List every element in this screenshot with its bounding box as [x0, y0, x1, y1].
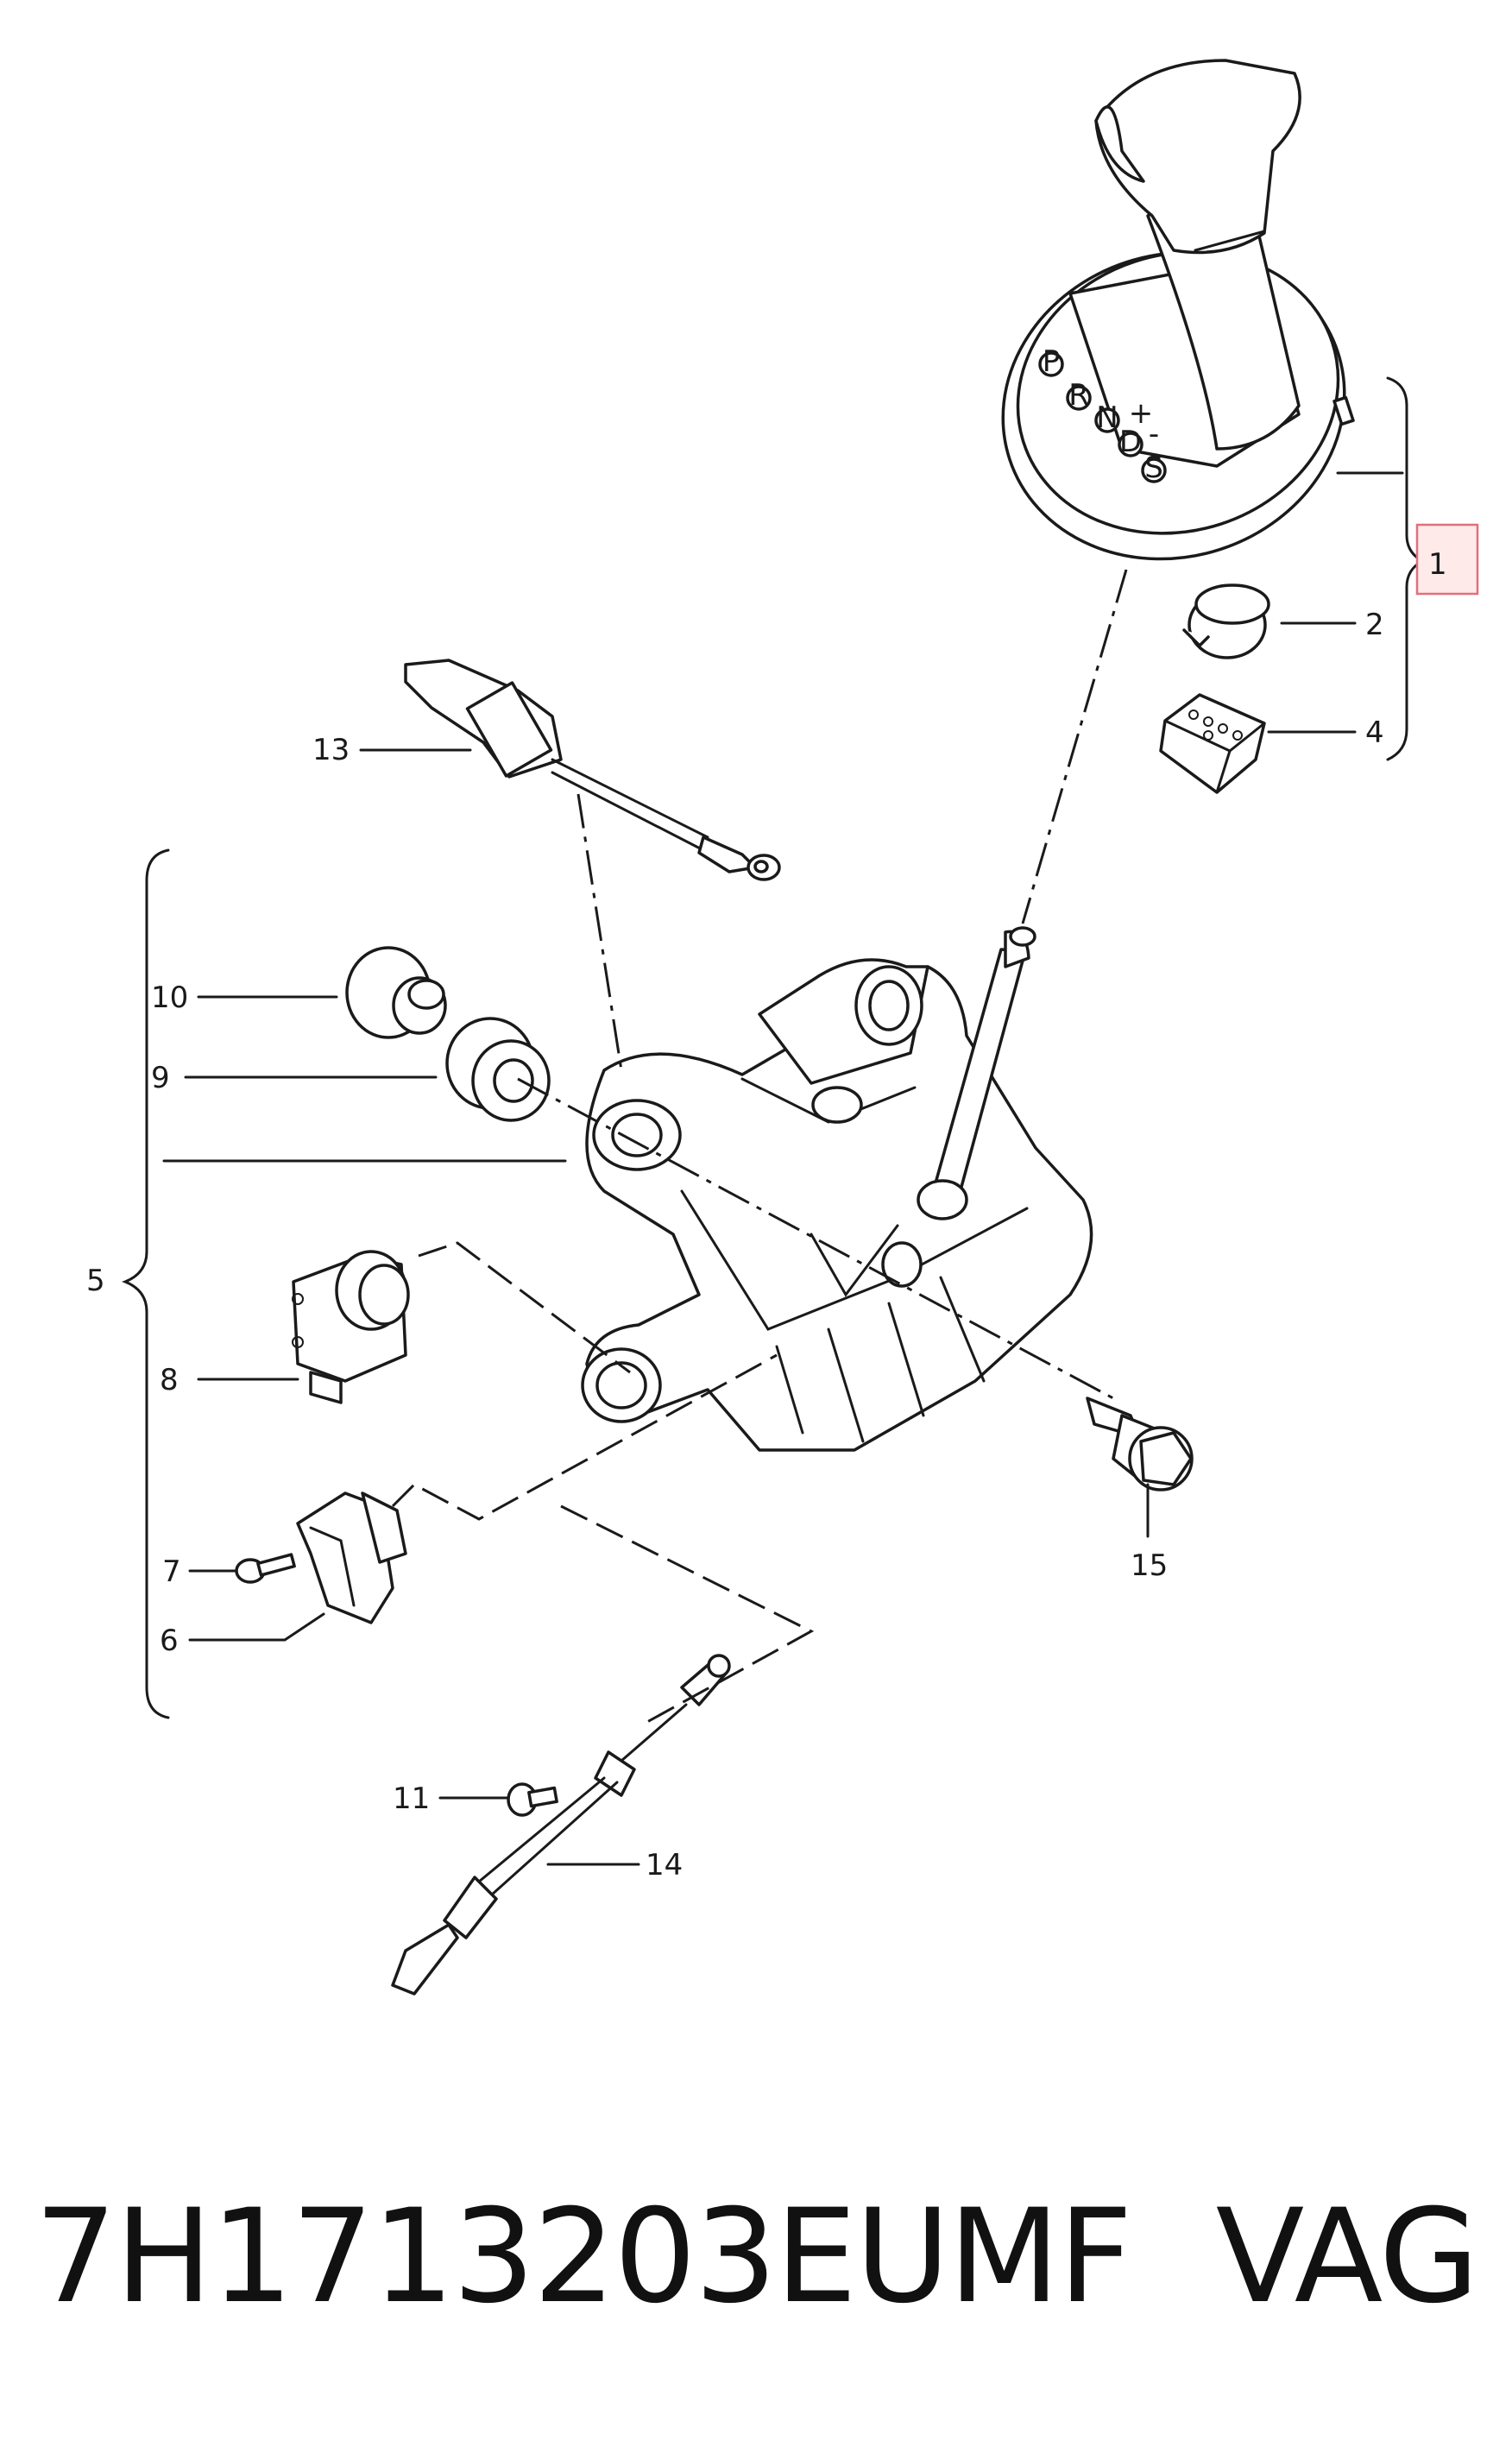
gear-letter-d: D: [1119, 425, 1142, 459]
part-9-bushing: [445, 1017, 551, 1122]
callout-8: 8: [160, 1363, 179, 1397]
callout-2: 2: [1365, 608, 1384, 642]
part-6-bracket: [296, 1491, 407, 1624]
gear-letter-plus: +: [1129, 396, 1154, 431]
part-number: 7H1713203EUMF: [35, 2182, 1133, 2332]
callout-11: 11: [393, 1781, 430, 1816]
callout-6: 6: [160, 1624, 179, 1658]
callout-1-highlight: [1415, 523, 1479, 596]
callout-13: 13: [312, 733, 350, 767]
part-13-cable: [404, 659, 781, 881]
callout-9: 9: [151, 1061, 170, 1095]
part-caption: 7H1713203EUMF VAG: [0, 2182, 1512, 2332]
part-7-screw: [235, 1553, 296, 1584]
part-14-cable: [391, 1654, 731, 1996]
gear-letter-s: S: [1144, 451, 1163, 485]
gear-position-letters: P R N D S + -: [1038, 344, 1167, 485]
gear-letter-n: N: [1096, 400, 1118, 435]
callout-1: 1: [1428, 547, 1447, 582]
callout-10: 10: [151, 981, 188, 1015]
part-11-bolt: [507, 1782, 558, 1817]
callout-14: 14: [646, 1848, 683, 1882]
part-10-cap: [345, 946, 447, 1039]
part-15-bolt: [1086, 1397, 1194, 1491]
callout-15: 15: [1131, 1548, 1168, 1583]
shifter-housing: [581, 926, 1093, 1452]
part-4-connector: [1159, 693, 1266, 794]
callout-7: 7: [162, 1554, 181, 1589]
part-2-ring: [1182, 583, 1270, 659]
callout-5: 5: [86, 1264, 105, 1298]
brand-name: VAG: [1215, 2182, 1479, 2332]
gear-letter-p: P: [1043, 344, 1061, 379]
gear-selector-assembly: P R N D S + -: [1001, 59, 1355, 561]
gear-letter-minus: -: [1149, 417, 1159, 451]
part-8-solenoid: [292, 1250, 410, 1404]
callout-4: 4: [1365, 716, 1384, 750]
gear-letter-r: R: [1068, 378, 1089, 413]
